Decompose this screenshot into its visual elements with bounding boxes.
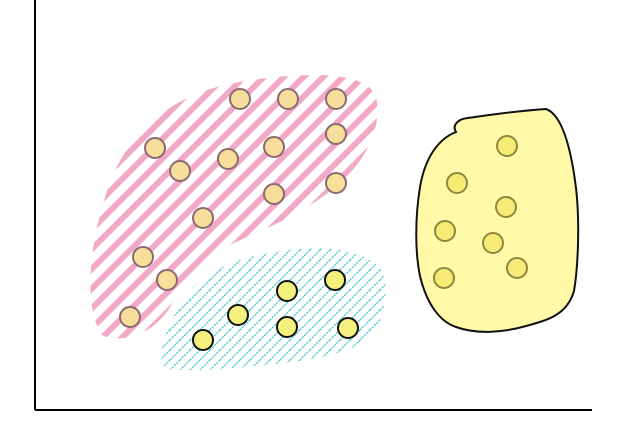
pink-point [263,136,285,158]
pink-point [119,306,141,328]
cyan-point [276,280,298,302]
yellow-point [434,220,456,242]
yellow-point [433,267,455,289]
yellow-point [496,135,518,157]
yellow-point [506,257,528,279]
pink-point [263,183,285,205]
pink-points-group [119,88,347,328]
yellow-point [446,172,468,194]
pink-point [144,137,166,159]
cyan-point [324,269,346,291]
pink-point [192,207,214,229]
cyan-point [337,317,359,339]
cyan-points-group [192,269,359,351]
cyan-point [227,304,249,326]
pink-point [229,88,251,110]
pink-point [277,88,299,110]
yellow-point [482,232,504,254]
pink-point [325,123,347,145]
pink-point [325,88,347,110]
pink-point [217,148,239,170]
yellow-point [495,196,517,218]
pink-point [325,172,347,194]
pink-point [156,269,178,291]
cyan-point [192,329,214,351]
pink-point [132,246,154,268]
yellow-points-group [433,135,528,289]
cyan-point [276,316,298,338]
pink-point [169,160,191,182]
yellow-cluster-region [415,107,580,333]
